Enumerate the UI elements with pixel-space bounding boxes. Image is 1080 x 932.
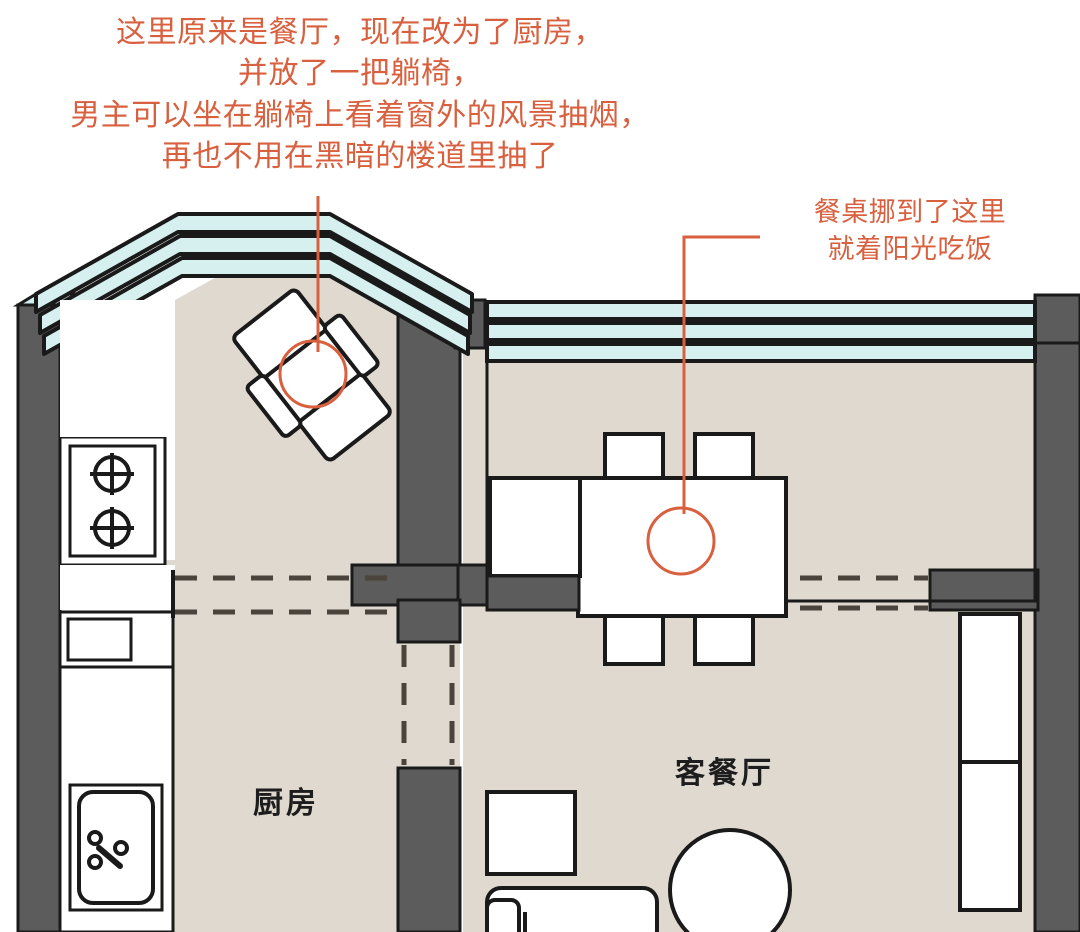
table-highlight-circle	[646, 506, 716, 576]
bathroom-fixtures	[58, 610, 175, 932]
dining-table	[576, 476, 788, 618]
lounge-chair	[232, 288, 392, 462]
structural-walls	[12, 292, 1080, 932]
dining-chair	[603, 610, 665, 666]
gas-stove	[58, 435, 167, 567]
stove-burner-icon	[90, 453, 134, 495]
tall-cabinet	[958, 612, 1022, 912]
round-table	[668, 828, 792, 932]
bay-window-right	[485, 300, 1037, 363]
stove-burner-icon	[90, 507, 134, 549]
side-cabinet	[485, 476, 582, 612]
tv-cabinet	[485, 790, 577, 876]
removed-wall-dashes	[175, 575, 928, 765]
dining-chair	[693, 610, 755, 666]
sofa	[485, 886, 659, 932]
room-label-living-dining: 客餐厅	[675, 757, 774, 790]
chair-highlight-circle	[278, 339, 348, 409]
room-label-kitchen: 厨房	[253, 787, 319, 820]
annotation-dining-note: 餐桌挪到了这里 就着阳光吃饭	[813, 197, 1007, 265]
annotation-leaders	[278, 196, 760, 576]
annotation-kitchen-note: 这里原来是餐厅，现在改为了厨房， 并放了一把躺椅， 男主可以坐在躺椅上看着窗外的…	[70, 16, 650, 174]
